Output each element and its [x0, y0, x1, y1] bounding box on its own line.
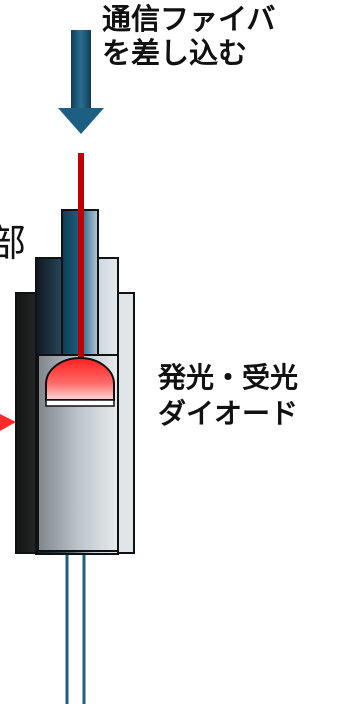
right-pointer-arrow-icon	[0, 414, 16, 431]
housing-label-fragment: 部	[0, 224, 27, 262]
diode	[45, 357, 115, 407]
diode-label: 発光・受光 ダイオード	[158, 360, 298, 432]
insert-fiber-label: 通信ファイバ を差し込む	[102, 2, 275, 70]
diode-line-2: ダイオード	[158, 396, 299, 430]
down-arrow-icon	[58, 30, 104, 134]
optical-fiber	[78, 153, 84, 363]
diode-line-1: 発光・受光	[158, 361, 299, 394]
insert-fiber-line-1: 通信ファイバ	[102, 2, 276, 36]
insert-fiber-line-2: を差し込む	[102, 36, 248, 71]
